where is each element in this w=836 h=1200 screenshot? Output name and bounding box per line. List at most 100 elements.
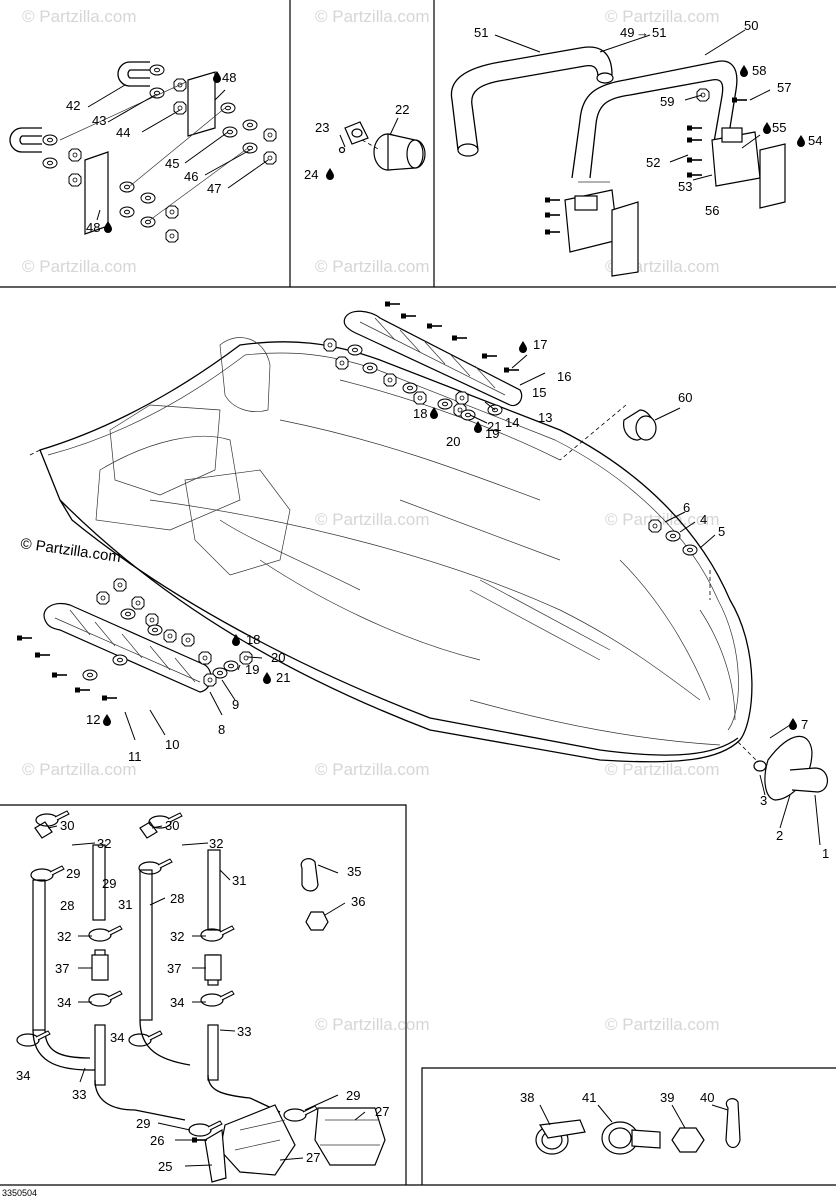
callout-9[interactable]: 9 xyxy=(232,697,239,712)
callout-19[interactable]: 19 xyxy=(485,426,499,441)
callout-32[interactable]: 32 xyxy=(97,836,111,851)
oil-drop-icon xyxy=(326,168,334,180)
callout-45[interactable]: 45 xyxy=(165,156,179,171)
oil-drop-icon xyxy=(789,718,797,730)
callout-35[interactable]: 35 xyxy=(347,864,361,879)
callout-2[interactable]: 2 xyxy=(776,828,783,843)
callout-59[interactable]: 59 xyxy=(660,94,674,109)
top-rub-rail xyxy=(323,300,523,417)
callout-31[interactable]: 31 xyxy=(118,897,132,912)
callout-42[interactable]: 42 xyxy=(66,98,80,113)
callout-32c[interactable]: 32 xyxy=(57,929,71,944)
callout-52[interactable]: 52 xyxy=(646,155,660,170)
callout-12[interactable]: 12 xyxy=(86,712,100,727)
callout-58[interactable]: 58 xyxy=(752,63,766,78)
callout-37b[interactable]: 37 xyxy=(167,961,181,976)
callout-39[interactable]: 39 xyxy=(660,1090,674,1105)
callout-34c[interactable]: 34 xyxy=(110,1030,124,1045)
callout-48b[interactable]: 48 xyxy=(86,220,100,235)
callout-8[interactable]: 8 xyxy=(218,722,225,737)
callout-37[interactable]: 37 xyxy=(55,961,69,976)
hull-hardware xyxy=(203,391,828,801)
callout-1[interactable]: 1 xyxy=(822,846,829,861)
watermark: © Partzilla.com xyxy=(605,760,720,779)
callout-28[interactable]: 28 xyxy=(60,898,74,913)
oil-drop-icon xyxy=(263,672,271,684)
leader-lines xyxy=(47,29,821,1167)
callout-54[interactable]: 54 xyxy=(808,133,822,148)
callout-20[interactable]: 20 xyxy=(446,434,460,449)
callout-34[interactable]: 34 xyxy=(57,995,71,1010)
callout-47[interactable]: 47 xyxy=(207,181,221,196)
callout-33[interactable]: 33 xyxy=(72,1087,86,1102)
callout-5[interactable]: 5 xyxy=(718,524,725,539)
callout-29c[interactable]: 29 xyxy=(346,1088,360,1103)
callout-11[interactable]: 11 xyxy=(128,749,142,764)
callout-40[interactable]: 40 xyxy=(700,1090,714,1105)
callout-10[interactable]: 10 xyxy=(165,737,179,752)
callout-30[interactable]: 30 xyxy=(60,818,74,833)
callout-23[interactable]: 23 xyxy=(315,120,329,135)
callout-29[interactable]: 29 xyxy=(66,866,80,881)
callout-14[interactable]: 14 xyxy=(505,415,519,430)
callout-17[interactable]: 17 xyxy=(533,337,547,352)
callout-46[interactable]: 46 xyxy=(184,169,198,184)
callout-32d[interactable]: 32 xyxy=(170,929,184,944)
callout-27b[interactable]: 27 xyxy=(306,1150,320,1165)
callout-50[interactable]: 50 xyxy=(744,18,758,33)
callout-27[interactable]: 27 xyxy=(375,1104,389,1119)
callout-3[interactable]: 3 xyxy=(760,793,767,808)
callout-49-51[interactable]: 51 xyxy=(652,25,666,40)
callout-28b[interactable]: 28 xyxy=(170,891,184,906)
callout-56[interactable]: 56 xyxy=(705,203,719,218)
callout-38[interactable]: 38 xyxy=(520,1090,534,1105)
callout-7[interactable]: 7 xyxy=(801,717,808,732)
callout-16[interactable]: 16 xyxy=(557,369,571,384)
callout-31b[interactable]: 31 xyxy=(232,873,246,888)
callout-29d[interactable]: 29 xyxy=(136,1116,150,1131)
callout-60[interactable]: 60 xyxy=(678,390,692,405)
callout-18b[interactable]: 18 xyxy=(246,632,260,647)
callout-53[interactable]: 53 xyxy=(678,179,692,194)
clamp-parts xyxy=(535,1098,741,1155)
callout-18[interactable]: 18 xyxy=(413,406,427,421)
callout-48[interactable]: 48 xyxy=(222,70,236,85)
callout-6[interactable]: 6 xyxy=(683,500,690,515)
callout-30b[interactable]: 30 xyxy=(165,818,179,833)
callout-44[interactable]: 44 xyxy=(116,125,130,140)
callout-24[interactable]: 24 xyxy=(304,167,318,182)
callout-51[interactable]: 51 xyxy=(474,25,488,40)
callout-43[interactable]: 43 xyxy=(92,113,106,128)
callout-25[interactable]: 25 xyxy=(158,1159,172,1174)
callout-22[interactable]: 22 xyxy=(395,102,409,117)
callout-49[interactable]: 49 xyxy=(620,25,634,40)
callout-55[interactable]: 55 xyxy=(772,120,786,135)
callout-36[interactable]: 36 xyxy=(351,894,365,909)
callout-21[interactable]: 21 xyxy=(487,419,501,434)
callout-26[interactable]: 26 xyxy=(150,1133,164,1148)
watermark: © Partzilla.com xyxy=(315,510,430,529)
watermarks: © Partzilla.com © Partzilla.com © Partzi… xyxy=(22,7,720,1034)
callout-20b[interactable]: 20 xyxy=(271,650,285,665)
callout-15[interactable]: 15 xyxy=(532,385,546,400)
callout-33b[interactable]: 33 xyxy=(237,1024,251,1039)
watermark: © Partzilla.com xyxy=(315,1015,430,1034)
callout-41[interactable]: 41 xyxy=(582,1090,596,1105)
drain-plug-assembly xyxy=(338,121,426,171)
callout-29b[interactable]: 29 xyxy=(102,876,116,891)
oil-drop-icon xyxy=(797,135,805,147)
callout-4[interactable]: 4 xyxy=(700,512,707,527)
callout-21b[interactable]: 21 xyxy=(276,670,290,685)
callout-57[interactable]: 57 xyxy=(777,80,791,95)
callout-32b[interactable]: 32 xyxy=(209,836,223,851)
callout-34b[interactable]: 34 xyxy=(170,995,184,1010)
oil-drop-icon xyxy=(740,65,748,77)
callout-34d[interactable]: 34 xyxy=(16,1068,30,1083)
hull-drawing xyxy=(29,337,753,763)
callout-19b[interactable]: 19 xyxy=(245,662,259,677)
callout-13[interactable]: 13 xyxy=(538,410,552,425)
watermark: © Partzilla.com xyxy=(605,1015,720,1034)
oil-drop-icon xyxy=(519,341,527,353)
drawing-code: 3350504 xyxy=(2,1188,37,1198)
